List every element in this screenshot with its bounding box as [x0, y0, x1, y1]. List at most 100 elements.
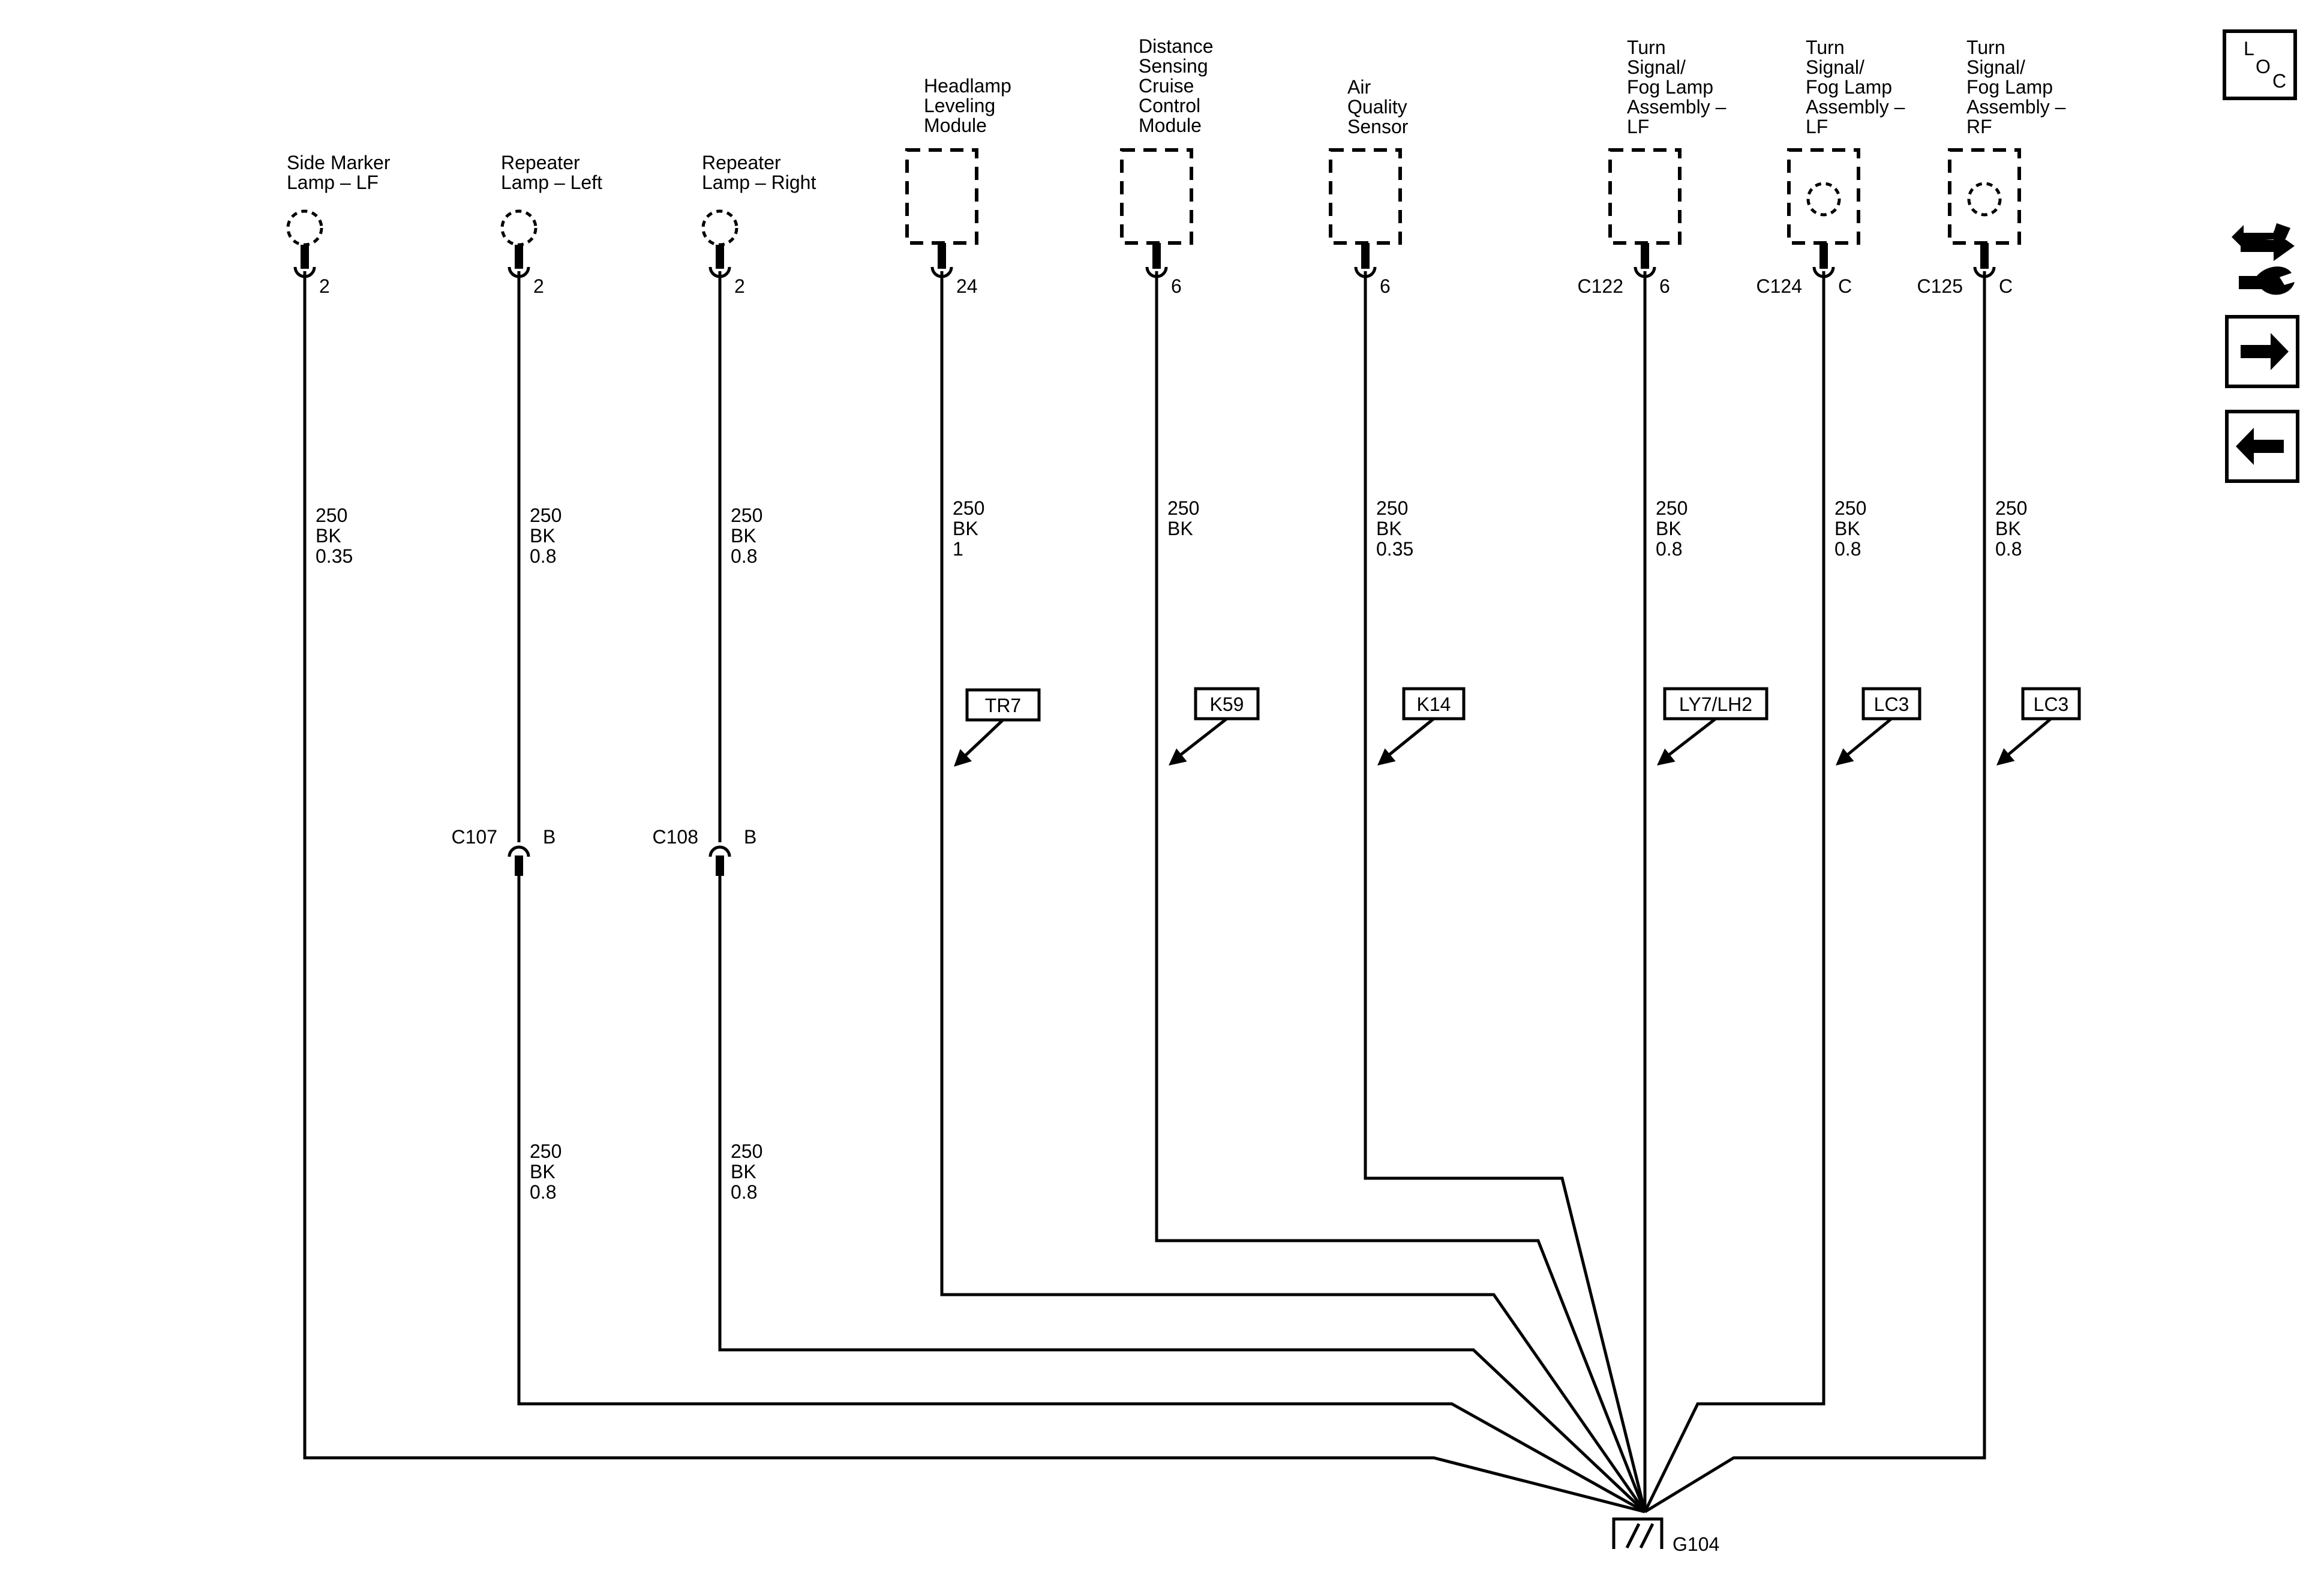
inline-connector-cup: [708, 845, 731, 857]
option-arrowhead: [1657, 748, 1676, 766]
next-arrow-icon[interactable]: [2225, 315, 2299, 388]
ground-symbol[interactable]: [1612, 1517, 1664, 1549]
wire-label: 250: [1656, 497, 1688, 519]
connector-swap-icon[interactable]: [2232, 223, 2295, 295]
option-arrow: [2001, 718, 2052, 761]
option-tag: LY7/LH2: [1679, 694, 1752, 715]
inline-connector-label: C107: [452, 826, 498, 848]
lamp-symbol: [286, 209, 323, 247]
component-dscc_module[interactable]: DistanceSensingCruiseControlModule6250BK…: [1120, 35, 1260, 766]
ground-wire: [303, 271, 1646, 1514]
component-name-line: Quality: [1347, 96, 1407, 118]
option-tag-box: [965, 688, 1041, 722]
wire-label-below: 250: [530, 1140, 562, 1162]
wire-label: 250: [1167, 497, 1199, 519]
component-name-line: Assembly –: [1806, 96, 1905, 118]
previous-arrow-icon[interactable]: [2225, 410, 2299, 483]
component-name-line: Repeater: [702, 152, 781, 173]
module-box: [1787, 148, 1860, 245]
connector-label: C124: [1756, 275, 1803, 297]
wire-label: 250: [1995, 497, 2027, 519]
component-name-line: Lamp – Right: [702, 172, 816, 193]
component-name-line: Cruise: [1139, 75, 1194, 97]
component-name-line: Sensor: [1347, 116, 1409, 137]
ground-wire: [1364, 271, 1647, 1512]
wire-label: 0.8: [731, 545, 757, 567]
lamp-symbol: [1967, 182, 2002, 217]
option-arrowhead: [1169, 748, 1187, 766]
wire-label: 0.8: [1656, 538, 1682, 560]
pin-label: 2: [319, 275, 330, 297]
ground-wire: [1644, 271, 1986, 1514]
loc-letter-l: L: [2244, 38, 2254, 59]
inline-connector-cup: [508, 845, 530, 857]
option-arrowhead: [1836, 748, 1854, 766]
component-name-line: Repeater: [501, 152, 580, 173]
wire-label-below: 250: [731, 1140, 762, 1162]
component-name-line: Module: [1139, 115, 1202, 136]
option-tag: TR7: [985, 695, 1021, 716]
option-arrow: [1662, 718, 1717, 761]
wire-label: BK: [1834, 518, 1860, 539]
wire-label: 250: [731, 505, 762, 526]
pin-label: 2: [533, 275, 544, 297]
component-name-line: Signal/: [1966, 56, 2025, 78]
inline-pin-label: B: [744, 826, 756, 848]
pin-label: 24: [956, 275, 978, 297]
component-name-line: Assembly –: [1627, 96, 1727, 118]
loc-letter-o: O: [2256, 56, 2271, 77]
option-tag: K59: [1210, 694, 1244, 715]
ground-wire: [1155, 271, 1647, 1512]
option-tag-box: [1663, 687, 1768, 721]
pin-label: C: [1999, 275, 2013, 297]
component-name-line: Signal/: [1806, 56, 1864, 78]
module-box: [1948, 148, 2021, 245]
component-name-line: Turn: [1627, 37, 1666, 58]
component-name-line: Fog Lamp: [1627, 76, 1713, 98]
ground-wire: [517, 876, 1646, 1514]
component-name-line: Turn: [1806, 37, 1845, 58]
option-tag: LC3: [2034, 694, 2069, 715]
wire-label: BK: [530, 525, 556, 547]
pin-label: 6: [1659, 275, 1670, 297]
component-name-line: Air: [1347, 76, 1371, 98]
component-name-line: Fog Lamp: [1806, 76, 1892, 98]
wire-label-below: BK: [731, 1161, 756, 1182]
wire-label-below: 0.8: [731, 1181, 757, 1203]
component-name-line: LF: [1806, 116, 1828, 137]
wire-label: BK: [1376, 518, 1402, 539]
wire-label: 1: [953, 538, 963, 560]
inline-pin-label: B: [543, 826, 556, 848]
ground-wire: [940, 271, 1647, 1513]
option-arrow: [1173, 718, 1228, 761]
wire-label: 0.35: [1376, 538, 1413, 560]
loc-button[interactable]: L O C: [2223, 29, 2297, 100]
wire-label-below: 0.8: [530, 1181, 556, 1203]
loc-letter-c: C: [2272, 70, 2286, 92]
wire-label: 0.8: [1834, 538, 1861, 560]
option-tag: K14: [1417, 694, 1451, 715]
component-name-line: Side Marker: [287, 152, 391, 173]
pin-label: 6: [1380, 275, 1391, 297]
wire-label: BK: [1995, 518, 2021, 539]
component-name-line: Lamp – Left: [501, 172, 602, 193]
component-name-line: Sensing: [1139, 55, 1208, 77]
option-arrowhead: [1377, 748, 1396, 766]
ground-label: G104: [1673, 1533, 1719, 1555]
pin-label: 2: [734, 275, 745, 297]
component-name-line: Control: [1139, 95, 1200, 116]
lamp-symbol: [1806, 182, 1841, 217]
connector-label: C125: [1917, 275, 1963, 297]
component-name-line: Lamp – LF: [287, 172, 379, 193]
ground-wire: [1643, 271, 1825, 1513]
wire-label: 250: [1834, 497, 1866, 519]
